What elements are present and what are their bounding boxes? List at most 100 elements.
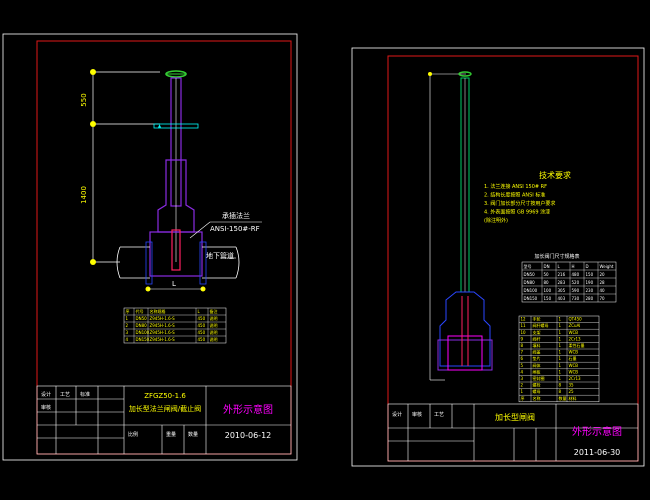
- table-cell: DN50: [136, 316, 148, 321]
- table-cell: 说明: [210, 329, 218, 335]
- sheet-2-inner-frame: [387, 55, 639, 462]
- table-cell: DN80: [136, 323, 148, 328]
- table-cell: 8: [521, 343, 524, 348]
- table-cell: 螺母: [533, 388, 541, 394]
- table-cell: 20: [600, 272, 606, 277]
- table-cell: 1: [559, 317, 562, 322]
- table-cell: 手轮: [533, 316, 541, 322]
- table-cell: 150: [586, 272, 594, 277]
- table-cell: 1: [559, 343, 562, 348]
- table-cell: 520: [572, 280, 580, 285]
- table-cell: DN150: [136, 337, 150, 342]
- table-cell: 说明: [210, 322, 218, 328]
- dim-mid-label: 1400: [80, 186, 88, 204]
- table-cell: 4: [521, 369, 524, 374]
- table-cell: 名称规格: [150, 308, 166, 314]
- table-cell: 垫片: [533, 355, 541, 361]
- gate: [171, 229, 181, 271]
- table-cell: 2: [521, 383, 524, 388]
- table-cell: 填料: [533, 342, 541, 348]
- table-cell: 名称: [533, 395, 541, 401]
- table-cell: 1: [126, 316, 129, 321]
- drawing-date: 2010-06-12: [225, 431, 272, 440]
- svg-text:审核: 审核: [412, 411, 422, 418]
- svg-text:数量: 数量: [188, 431, 198, 438]
- table-cell: 35: [569, 383, 575, 388]
- table-cell: 1: [559, 350, 562, 355]
- table-cell: QT450: [569, 317, 583, 322]
- table-cell: 石墨: [569, 356, 577, 361]
- table-cell: 11: [521, 323, 527, 328]
- table-cell: Z945H-1.6-S: [150, 316, 176, 321]
- table-cell: 说明: [210, 336, 218, 342]
- svg-text:工艺: 工艺: [434, 412, 444, 418]
- svg-text:设计: 设计: [392, 411, 402, 418]
- table-cell: 100: [544, 288, 552, 293]
- tech-req-line: 4. 外表面按照 GB 9969 涂漆: [484, 209, 550, 216]
- tech-req-line: 3. 阀门加长部分尺寸按用户要求: [484, 200, 555, 207]
- table-cell: 阀体: [533, 362, 541, 368]
- table-cell: 450: [198, 337, 206, 342]
- table-cell: DN100: [524, 288, 538, 293]
- table-cell: 80: [544, 280, 550, 285]
- table-cell: Z945H-1.6-S: [150, 337, 176, 342]
- table-cell: 283: [558, 280, 566, 285]
- drawing-name: 加长型法兰闸阀/截止阀: [129, 404, 201, 413]
- dim-top-label: 550: [80, 93, 88, 106]
- table-cell: 8: [559, 389, 562, 394]
- table-cell: 1: [559, 323, 562, 328]
- table-cell: DN100: [136, 330, 150, 335]
- table-cell: 25: [569, 389, 575, 394]
- table-cell: 2: [126, 323, 129, 328]
- dim-L-label: L: [172, 280, 176, 288]
- table-cell: 螺栓: [533, 382, 541, 388]
- sheet-1-title-block: [36, 385, 292, 455]
- table-frame: [521, 261, 617, 303]
- table-cell: 数量: [559, 395, 567, 401]
- svg-text:审核: 审核: [41, 404, 51, 411]
- table-cell: Weight: [600, 264, 614, 269]
- tech-req-title: 技术要求: [539, 170, 571, 180]
- table-cell: 型号: [524, 263, 532, 269]
- table-cell: 5: [521, 363, 524, 368]
- table-cell: 280: [586, 296, 594, 301]
- table-cell: 2Cr13: [569, 376, 582, 381]
- table-cell: 9: [521, 336, 524, 341]
- table-cell: 480: [572, 272, 580, 277]
- table-cell: Z945H-1.6-S: [150, 323, 176, 328]
- table-cell: DN150: [524, 296, 538, 301]
- table-cell: 2Cr13: [569, 336, 582, 341]
- table-frame: [518, 315, 600, 403]
- table-cell: 730: [572, 296, 580, 301]
- table-cell: 40: [600, 288, 606, 293]
- table-cell: L: [198, 309, 201, 314]
- table-cell: 450: [198, 330, 206, 335]
- table-cell: 3: [521, 376, 524, 381]
- table-cell: D: [586, 264, 589, 269]
- table-cell: WCB: [569, 350, 579, 355]
- table-cell: 12: [521, 317, 527, 322]
- sheet-2-title-block: [387, 403, 639, 462]
- table-cell: 1: [559, 356, 562, 361]
- table-cell: 403: [558, 296, 566, 301]
- sheet-2: 技术要求 1. 法兰连接 ANSI 150# RF2. 结构长度按照 ANSI …: [351, 47, 645, 467]
- extension-stem: ▲: [153, 77, 199, 262]
- drawing-title: 外形示意图: [223, 403, 273, 416]
- table-frame: [123, 307, 227, 344]
- sheet-1-outer-border: [2, 33, 298, 461]
- table-cell: 阀盖: [533, 349, 541, 355]
- table-cell: 450: [198, 316, 206, 321]
- sheet-2-dimension: [429, 73, 466, 381]
- sheet-1: 550 1400 ▲ L: [2, 33, 298, 461]
- tech-req-line: (除注明外): [484, 217, 508, 224]
- table-cell: 代号: [136, 308, 144, 314]
- dim-point-top: [90, 69, 96, 75]
- tech-req-line: 1. 法兰连接 ANSI 150# RF: [484, 183, 547, 190]
- table-cell: 序: [521, 395, 525, 401]
- svg-text:重量: 重量: [166, 431, 176, 438]
- table-cell: 阀杆: [533, 335, 541, 341]
- table-cell: DN80: [524, 280, 536, 285]
- table-cell: 230: [586, 288, 594, 293]
